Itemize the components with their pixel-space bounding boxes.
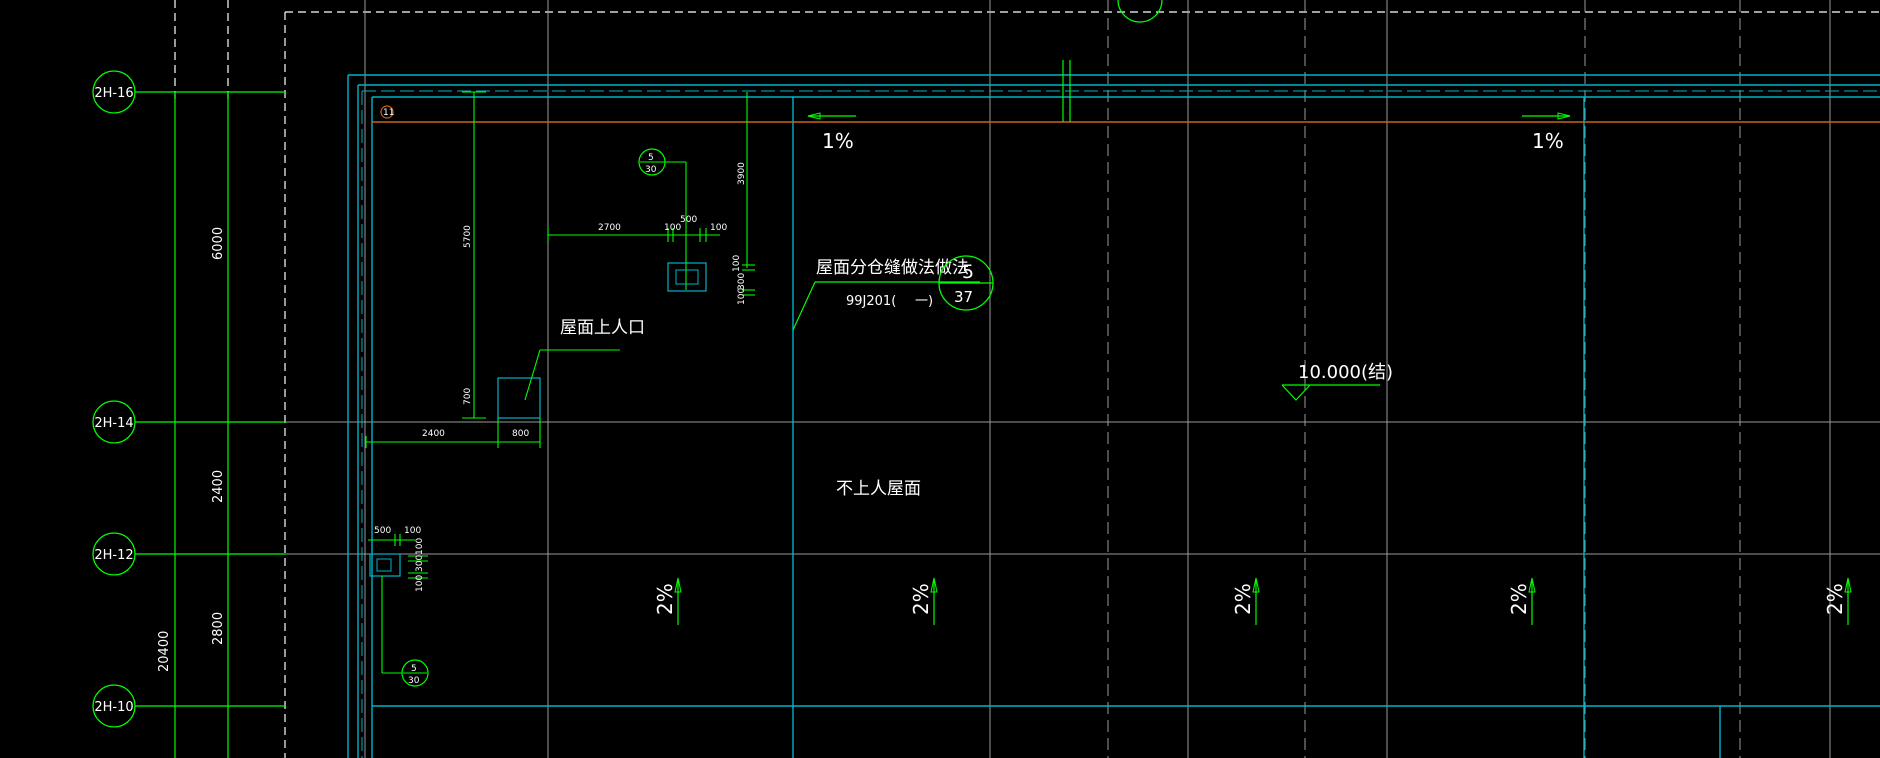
lower-left-dims [368, 534, 428, 579]
drain-mark-bottom-upper: 30 [645, 165, 657, 175]
roof-hatch-opening[interactable] [497, 377, 541, 419]
corner-mark-text: 11 [383, 108, 394, 118]
dim-100a: 100 [664, 223, 681, 233]
drain-mark-top-upper: 5 [648, 153, 654, 163]
joint-note-text: 屋面分仓缝做法做法 [816, 258, 969, 278]
axis-bubble-2[interactable]: 2H-14 [92, 400, 136, 444]
drain-mark-bottom-lower: 30 [408, 676, 420, 686]
dim-5700: 5700 [463, 225, 473, 248]
slope-top-1-label: 1% [822, 129, 854, 153]
dim-300: 300 [737, 273, 747, 290]
slope-bottom-5-label: 2% [1823, 583, 1847, 615]
axis-label-2: 2H-14 [94, 416, 133, 431]
dim-300-lower: 300 [415, 555, 425, 572]
dim-2400-small: 2400 [422, 429, 445, 439]
slope-arrow-bottom-3: 2% [1231, 577, 1260, 625]
slope-bottom-3-label: 2% [1231, 583, 1255, 615]
dim-100b: 100 [710, 223, 727, 233]
slope-bottom-4-label: 2% [1507, 583, 1531, 615]
axis-label-1: 2H-16 [94, 86, 133, 101]
dim-700: 700 [463, 388, 473, 405]
dim-2400: 2400 [211, 470, 226, 503]
elevation-marker: 10.000(结) [1281, 362, 1393, 401]
slope-arrow-bottom-2: 2% [909, 577, 938, 625]
dim-6000: 6000 [211, 227, 226, 260]
joint-ref-text: 99J201( [846, 294, 896, 309]
roof-outline-dashed [361, 90, 1880, 758]
top-joint [1062, 60, 1071, 122]
roof-outline [347, 74, 1880, 758]
grid-dashed-lines [1107, 0, 1741, 758]
slope-arrow-bottom-5: 2% [1823, 577, 1852, 625]
slope-arrow-top-1: 1% [807, 112, 856, 153]
dim-800: 800 [512, 429, 529, 439]
roof-hatch-label: 屋面上人口 [560, 318, 645, 338]
dim-100c: 100 [732, 255, 742, 272]
dim-500-lower: 500 [374, 526, 391, 536]
slope-top-2-label: 1% [1532, 129, 1564, 153]
detail-index[interactable]: 5 37 [938, 255, 994, 311]
dim-2800: 2800 [211, 612, 226, 645]
joint-ref-suffix: 一) [915, 294, 933, 309]
left-dimension-lines [135, 91, 285, 758]
axis-bubble-3[interactable]: 2H-12 [92, 532, 136, 576]
drain-detail-lower[interactable]: 5 30 [369, 553, 429, 687]
slope-arrow-bottom-4: 2% [1507, 577, 1536, 625]
dim-100d: 100 [737, 288, 747, 305]
dim-100-lower-a: 100 [404, 526, 421, 536]
detail-sheet: 37 [954, 288, 973, 306]
axis-bubble-1[interactable]: 2H-16 [92, 70, 136, 114]
dim-3900: 3900 [737, 162, 747, 185]
axis-bubble-4[interactable]: 2H-10 [92, 684, 136, 728]
axis-label-4: 2H-10 [94, 700, 133, 715]
corner-mark: 11 [380, 105, 394, 119]
axis-label-3: 2H-12 [94, 548, 133, 563]
hatch-dims [365, 91, 755, 448]
joint-note: 屋面分仓缝做法做法 99J201( 一) [792, 258, 980, 331]
slope-bottom-2-label: 2% [909, 583, 933, 615]
drain-detail-upper[interactable]: 5 30 [638, 148, 707, 292]
grid-lines [285, 0, 1880, 758]
slope-bottom-1-label: 2% [653, 583, 677, 615]
roof-type-label: 不上人屋面 [836, 479, 921, 499]
drain-mark-top-lower: 5 [411, 664, 417, 674]
slope-arrow-top-2: 1% [1522, 112, 1571, 153]
dim-100-lower-c: 100 [415, 575, 425, 592]
dim-2700: 2700 [598, 223, 621, 233]
dim-500: 500 [680, 215, 697, 225]
elevation-text: 10.000(结) [1298, 362, 1393, 383]
dim-100-lower-b: 100 [415, 538, 425, 555]
detail-number: 5 [962, 261, 974, 283]
dim-20400: 20400 [157, 631, 172, 672]
outer-dashed-border [174, 0, 1880, 758]
slope-arrow-bottom-1: 2% [653, 577, 682, 625]
top-axis-bubble [1117, 0, 1163, 23]
